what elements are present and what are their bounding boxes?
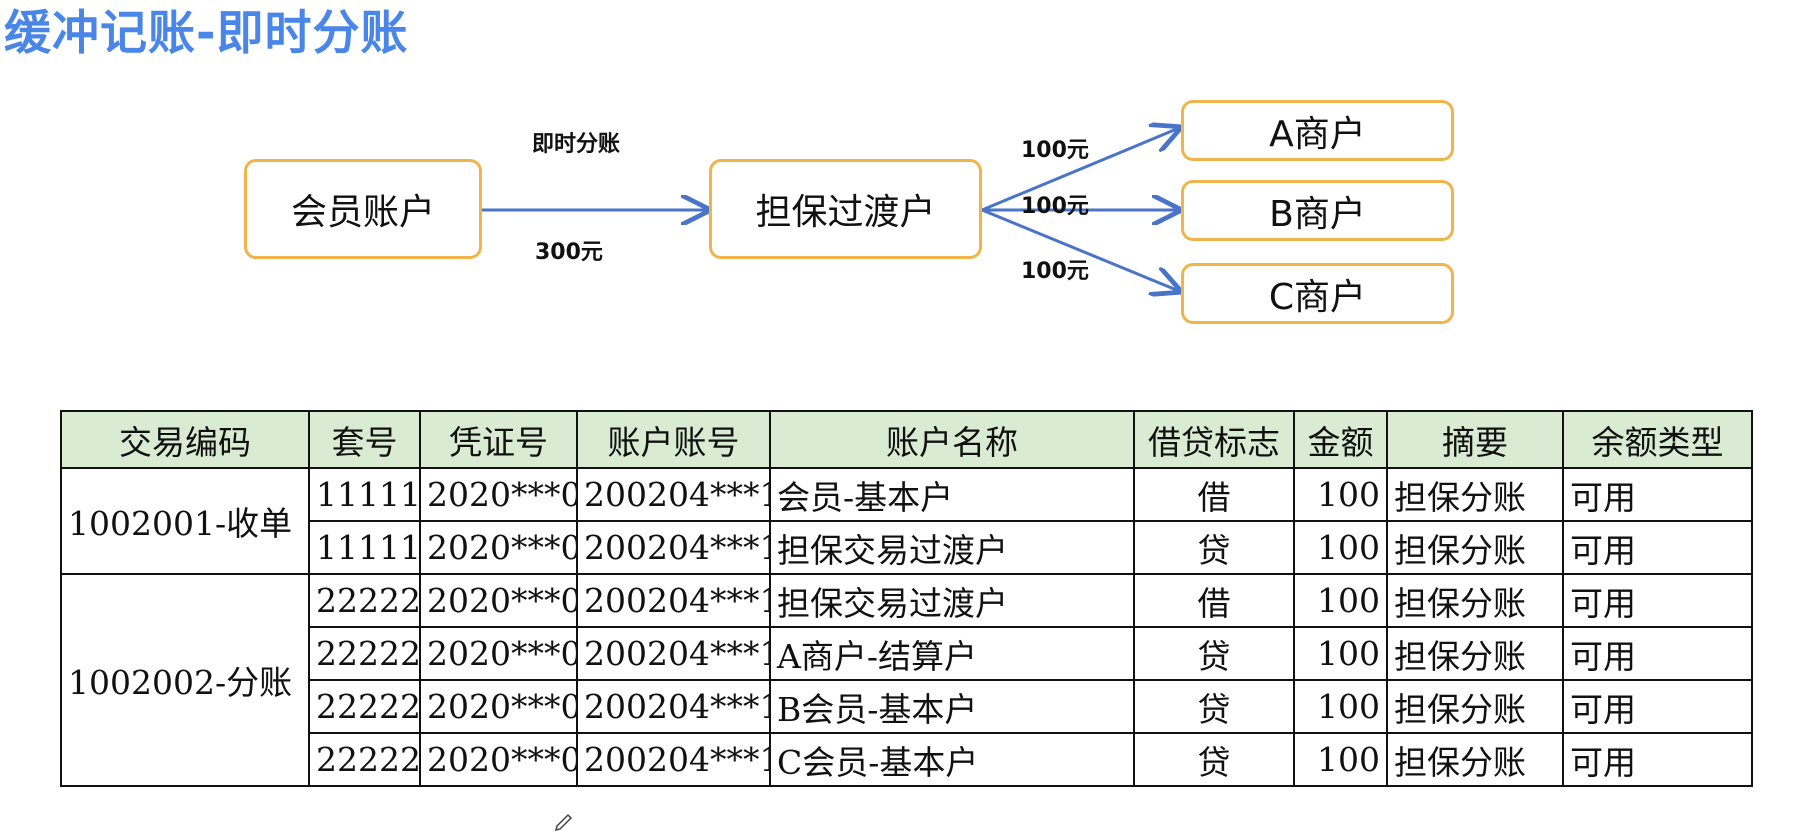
table-row: 1002002-分账 22222 2020***0 200204***1 担保交… [60, 573, 1753, 787]
account-number-cell: 200204***1 [576, 573, 771, 628]
voucher-number-cell: 2020***0 [419, 573, 578, 628]
amount-cell: 100 [1293, 467, 1388, 522]
table-row: 22222 2020***0 200204***1 B会员-基本户 贷 100 … [61, 679, 1753, 734]
node-merchant-c: C商户 [1181, 263, 1454, 324]
account-name-cell: C会员-基本户 [769, 732, 1135, 787]
column-header: 凭证号 [419, 410, 578, 469]
voucher-number-cell: 2020***0 [419, 679, 578, 734]
account-number-cell: 200204***1 [576, 679, 771, 734]
node-merchant-a: A商户 [1181, 100, 1454, 161]
node-member-account: 会员账户 [244, 159, 482, 259]
summary-cell: 担保分账 [1386, 626, 1564, 681]
node-merchant-b: B商户 [1181, 180, 1454, 241]
transaction-code-cell: 1002001-收单 [60, 467, 310, 575]
account-number-cell: 200204***1 [576, 520, 771, 575]
balance-type-cell: 可用 [1562, 626, 1753, 681]
balance-type-cell: 可用 [1562, 732, 1753, 787]
account-name-cell: 担保交易过渡户 [769, 573, 1135, 628]
debit-credit-cell: 借 [1133, 573, 1295, 628]
table-row: 22222 2020***0 200204***1 C会员-基本户 贷 100 … [61, 732, 1753, 787]
arrow-escrow-to-a [981, 128, 1179, 212]
transaction-code-cell: 1002002-分账 [60, 573, 310, 787]
edge-label-split: 即时分账 [532, 132, 621, 157]
page-title: 缓冲记账-即时分账 [4, 6, 409, 61]
account-number-cell: 200204***1 [576, 732, 771, 787]
balance-type-cell: 可用 [1562, 573, 1753, 628]
debit-credit-cell: 贷 [1133, 626, 1295, 681]
set-number-cell: 11111 [308, 467, 421, 522]
summary-cell: 担保分账 [1386, 573, 1564, 628]
column-header: 摘要 [1386, 410, 1564, 469]
column-header: 账户账号 [576, 410, 771, 469]
account-name-cell: 担保交易过渡户 [769, 520, 1135, 575]
amount-cell: 100 [1293, 626, 1388, 681]
account-name-cell: 会员-基本户 [769, 467, 1135, 522]
edge-label-to-a: 100元 [1021, 138, 1089, 163]
column-header: 借贷标志 [1133, 410, 1295, 469]
column-header: 交易编码 [60, 410, 310, 469]
summary-cell: 担保分账 [1386, 520, 1564, 575]
node-escrow-account: 担保过渡户 [709, 159, 982, 259]
amount-cell: 100 [1293, 520, 1388, 575]
summary-cell: 担保分账 [1386, 467, 1564, 522]
column-header: 套号 [308, 410, 421, 469]
voucher-number-cell: 2020***0 [419, 520, 578, 575]
table-row: 22222 2020***0 200204***1 A商户-结算户 贷 100 … [61, 626, 1753, 681]
pen-cursor-icon [554, 813, 573, 832]
set-number-cell: 11111 [308, 520, 421, 575]
set-number-cell: 22222 [308, 732, 421, 787]
balance-type-cell: 可用 [1562, 520, 1753, 575]
amount-cell: 100 [1293, 679, 1388, 734]
ledger-table: 交易编码 套号 凭证号 账户账号 账户名称 借贷标志 金额 摘要 余额类型 10… [60, 410, 1753, 787]
edge-label-to-b: 100元 [1021, 194, 1089, 219]
table-row: 11111 2020***0 200204***1 担保交易过渡户 贷 100 … [61, 520, 1753, 575]
set-number-cell: 22222 [308, 626, 421, 681]
amount-cell: 100 [1293, 732, 1388, 787]
column-header: 金额 [1293, 410, 1388, 469]
amount-cell: 100 [1293, 573, 1388, 628]
debit-credit-cell: 借 [1133, 467, 1295, 522]
voucher-number-cell: 2020***0 [419, 732, 578, 787]
account-name-cell: A商户-结算户 [769, 626, 1135, 681]
set-number-cell: 22222 [308, 679, 421, 734]
table-row: 1002001-收单 11111 2020***0 200204***1 会员-… [60, 467, 1753, 575]
account-number-cell: 200204***1 [576, 467, 771, 522]
balance-type-cell: 可用 [1562, 679, 1753, 734]
edge-label-300: 300元 [535, 240, 603, 265]
debit-credit-cell: 贷 [1133, 732, 1295, 787]
column-header: 账户名称 [769, 410, 1135, 469]
account-number-cell: 200204***1 [576, 626, 771, 681]
edge-label-to-c: 100元 [1021, 259, 1089, 284]
arrow-escrow-to-c [981, 208, 1179, 291]
balance-type-cell: 可用 [1562, 467, 1753, 522]
debit-credit-cell: 贷 [1133, 679, 1295, 734]
voucher-number-cell: 2020***0 [419, 626, 578, 681]
column-header: 余额类型 [1562, 410, 1753, 469]
table-header-row: 交易编码 套号 凭证号 账户账号 账户名称 借贷标志 金额 摘要 余额类型 [60, 410, 1753, 469]
account-name-cell: B会员-基本户 [769, 679, 1135, 734]
set-number-cell: 22222 [308, 573, 421, 628]
voucher-number-cell: 2020***0 [419, 467, 578, 522]
summary-cell: 担保分账 [1386, 732, 1564, 787]
summary-cell: 担保分账 [1386, 679, 1564, 734]
debit-credit-cell: 贷 [1133, 520, 1295, 575]
